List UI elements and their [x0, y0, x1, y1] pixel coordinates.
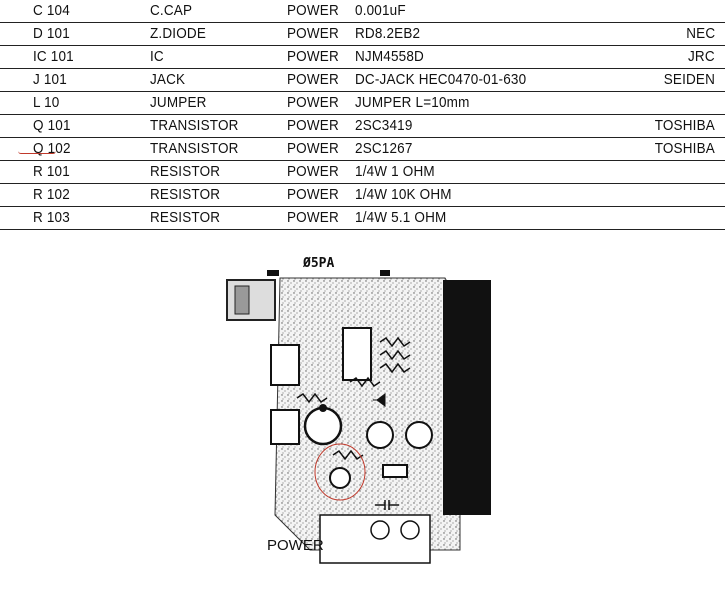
- parts-row: R 101 RESISTOR POWER 1/4W 1 OHM: [0, 161, 725, 184]
- c101-capacitor: [303, 406, 343, 446]
- part-type: RESISTOR: [150, 186, 221, 203]
- part-type: Z.DIODE: [150, 25, 207, 42]
- parts-row: R 102 RESISTOR POWER 1/4W 10K OHM: [0, 184, 725, 207]
- parts-row: C 104 C.CAP POWER 0.001uF: [0, 0, 725, 23]
- part-type: RESISTOR: [150, 163, 221, 180]
- part-value: JUMPER L=10mm: [355, 94, 470, 111]
- part-group: POWER: [287, 25, 339, 42]
- c103-capacitor: [405, 421, 433, 449]
- part-maker: NEC: [685, 25, 715, 42]
- part-maker: TOSHIBA: [654, 140, 715, 157]
- lower-connector: [270, 409, 300, 445]
- part-type: JACK: [150, 71, 186, 88]
- part-group: POWER: [287, 48, 339, 65]
- parts-row: D 101 Z.DIODE POWER RD8.2EB2 NEC: [0, 23, 725, 46]
- c104-capacitor: [375, 500, 399, 510]
- part-value: 0.001uF: [355, 2, 406, 19]
- pcb-drawing: [226, 270, 491, 564]
- part-value: NJM4558D: [355, 48, 424, 65]
- part-ref: L 10: [33, 94, 60, 111]
- part-value: 2SC1267: [355, 140, 413, 157]
- part-group: POWER: [287, 71, 339, 88]
- pcb-power-label: POWER: [267, 537, 324, 554]
- c102-capacitor: [366, 421, 394, 449]
- resistor-group: [296, 336, 411, 461]
- part-maker: JRC: [688, 48, 715, 65]
- part-maker: SEIDEN: [663, 71, 715, 88]
- part-ref: R 102: [33, 186, 70, 203]
- part-type: TRANSISTOR: [150, 117, 239, 134]
- part-value: 1/4W 5.1 OHM: [355, 209, 447, 226]
- part-group: POWER: [287, 209, 339, 226]
- part-ref: R 101: [33, 163, 70, 180]
- part-group: POWER: [287, 186, 339, 203]
- part-group: POWER: [287, 140, 339, 157]
- dc-jack-body: [226, 279, 276, 321]
- parts-row: L 10 JUMPER POWER JUMPER L=10mm: [0, 92, 725, 115]
- part-value: 1/4W 10K OHM: [355, 186, 452, 203]
- j101-connector: [270, 344, 300, 386]
- parts-row: R 103 RESISTOR POWER 1/4W 5.1 OHM: [0, 207, 725, 230]
- part-group: POWER: [287, 163, 339, 180]
- part-ref: R 103: [33, 209, 70, 226]
- d101-diode: [373, 393, 386, 407]
- parts-row: Q 101 TRANSISTOR POWER 2SC3419 TOSHIBA: [0, 115, 725, 138]
- part-ref: C 104: [33, 2, 70, 19]
- part-value: 2SC3419: [355, 117, 413, 134]
- parts-row: Q 102 TRANSISTOR POWER 2SC1267 TOSHIBA: [0, 138, 725, 161]
- part-ref: Q 101: [33, 117, 71, 134]
- red-underline-mark: [18, 151, 56, 154]
- part-value: 1/4W 1 OHM: [355, 163, 435, 180]
- part-type: IC: [150, 48, 164, 65]
- part-type: TRANSISTOR: [150, 140, 239, 157]
- part-ref: D 101: [33, 25, 70, 42]
- part-maker: TOSHIBA: [654, 117, 715, 134]
- part-ref: IC 101: [33, 48, 74, 65]
- part-value: DC-JACK HEC0470-01-630: [355, 71, 527, 88]
- q102-transistor: [329, 467, 351, 489]
- q101-transistor: [382, 464, 408, 478]
- part-group: POWER: [287, 94, 339, 111]
- ic101-chip: [342, 327, 372, 381]
- pcb-board-title: Ø5PA: [303, 256, 335, 271]
- part-group: POWER: [287, 2, 339, 19]
- pcb-layout-image: Ø5PA POWER: [215, 250, 495, 570]
- part-type: JUMPER: [150, 94, 207, 111]
- part-value: RD8.2EB2: [355, 25, 421, 42]
- part-type: RESISTOR: [150, 209, 221, 226]
- part-ref: J 101: [33, 71, 67, 88]
- part-type: C.CAP: [150, 2, 193, 19]
- parts-row: J 101 JACK POWER DC-JACK HEC0470-01-630 SEID…: [0, 69, 725, 92]
- part-group: POWER: [287, 117, 339, 134]
- parts-row: IC 101 IC POWER NJM4558D JRC: [0, 46, 725, 69]
- pcb-board-outline: [274, 277, 461, 551]
- pcb-black-strip: [443, 280, 491, 515]
- part-ref: Q 102: [33, 140, 71, 157]
- q102-red-annotation: [314, 443, 366, 501]
